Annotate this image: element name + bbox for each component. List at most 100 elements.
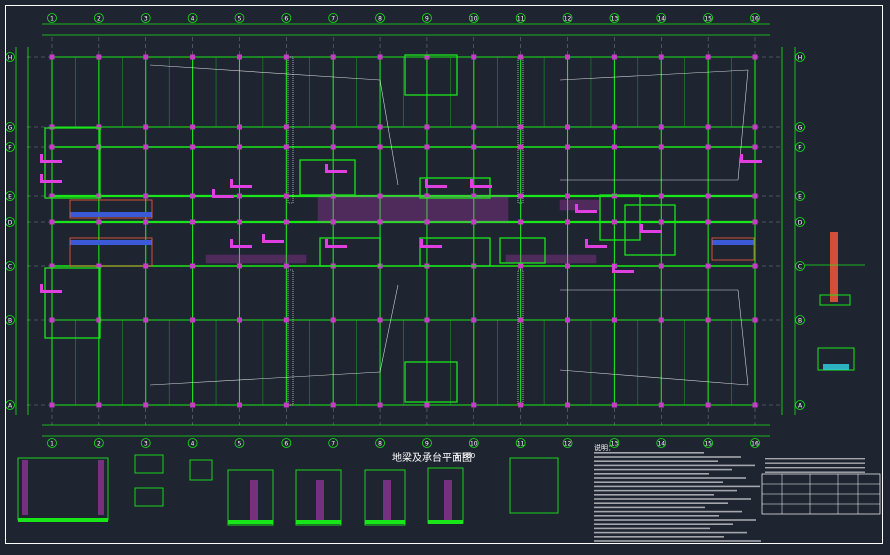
axis-bubble	[422, 13, 432, 23]
axis-bubble	[750, 438, 760, 448]
detail-block	[295, 469, 342, 526]
axis-label-14: 14	[657, 440, 665, 447]
detail-base	[296, 520, 341, 524]
room-outline	[404, 361, 458, 403]
column	[471, 219, 477, 225]
column	[96, 219, 102, 225]
column	[49, 263, 55, 269]
column	[705, 402, 711, 408]
axis-bubble	[140, 13, 151, 23]
column	[236, 124, 242, 130]
label-tag	[325, 170, 347, 173]
detail-hatch	[444, 480, 452, 520]
column	[283, 317, 289, 323]
note-line	[594, 477, 746, 479]
axis-bubble	[562, 13, 573, 23]
axis-label-8: 8	[378, 15, 382, 22]
column	[565, 193, 571, 199]
column	[752, 54, 758, 60]
axis-bubble	[703, 438, 714, 448]
label-tag	[325, 245, 347, 248]
column	[518, 124, 524, 130]
drawing-scale: 1:100	[455, 452, 476, 460]
column	[752, 317, 758, 323]
axis-bubble	[328, 13, 339, 23]
detail-base	[365, 520, 405, 524]
axis-label-G: G	[8, 124, 13, 131]
note-line	[594, 536, 724, 538]
axis-label-7: 7	[331, 440, 335, 447]
column	[49, 317, 55, 323]
column	[471, 317, 477, 323]
axis-label-H: H	[798, 54, 803, 61]
column	[752, 402, 758, 408]
axis-label-15: 15	[704, 440, 712, 447]
detail-blocks	[17, 232, 865, 526]
slope-line	[559, 369, 749, 386]
column	[330, 402, 336, 408]
column	[565, 219, 571, 225]
column	[236, 402, 242, 408]
axis-label-6: 6	[284, 440, 288, 447]
axis-label-4: 4	[191, 15, 195, 22]
column	[377, 193, 383, 199]
column	[143, 193, 149, 199]
column	[705, 144, 711, 150]
column	[330, 144, 336, 150]
column	[143, 402, 149, 408]
label-tag	[575, 204, 578, 210]
note-line	[594, 460, 718, 462]
axis-bubble	[281, 438, 292, 448]
axis-bubble	[795, 400, 805, 410]
column	[283, 402, 289, 408]
section-column	[830, 232, 838, 302]
note-line	[594, 510, 742, 513]
axis-label-E: E	[8, 193, 12, 200]
axis-bubble	[795, 217, 805, 227]
room-outline	[299, 159, 356, 196]
ground-beams	[51, 56, 756, 406]
axis-bubble	[93, 13, 104, 23]
axis-bubble	[515, 438, 526, 448]
room-outline	[599, 194, 641, 241]
hatched-strip	[287, 56, 294, 204]
column	[611, 144, 617, 150]
axis-label-1: 1	[50, 15, 54, 22]
note-line	[594, 468, 732, 471]
label-tag	[612, 270, 634, 273]
column	[236, 193, 242, 199]
axis-bubble	[140, 438, 151, 448]
axis-bubble	[187, 13, 198, 23]
axis-label-8: 8	[378, 440, 382, 447]
column	[190, 317, 196, 323]
note-line	[594, 519, 756, 521]
column	[611, 124, 617, 130]
column	[752, 124, 758, 130]
note-line	[594, 502, 728, 504]
column	[611, 54, 617, 60]
water-channel	[70, 212, 152, 217]
column-markers	[49, 54, 758, 408]
axis-label-16: 16	[751, 15, 759, 22]
column	[49, 54, 55, 60]
axis-bubbles: 1122334455667788991010111112121313141415…	[5, 13, 805, 448]
axis-bubble	[656, 13, 667, 23]
label-tag	[470, 185, 492, 188]
axis-label-9: 9	[425, 15, 429, 22]
slope-line	[737, 289, 749, 386]
note-line	[594, 481, 723, 483]
note-line	[594, 456, 741, 458]
column	[424, 402, 430, 408]
column	[190, 144, 196, 150]
axis-bubble	[609, 438, 620, 448]
column	[96, 54, 102, 60]
label-tag	[420, 245, 442, 248]
axis-bubble	[609, 13, 620, 23]
column	[424, 193, 430, 199]
column	[752, 193, 758, 199]
axis-bubble	[234, 13, 245, 23]
column	[283, 193, 289, 199]
axis-label-5: 5	[238, 440, 242, 447]
axis-label-3: 3	[144, 15, 148, 22]
column	[283, 144, 289, 150]
